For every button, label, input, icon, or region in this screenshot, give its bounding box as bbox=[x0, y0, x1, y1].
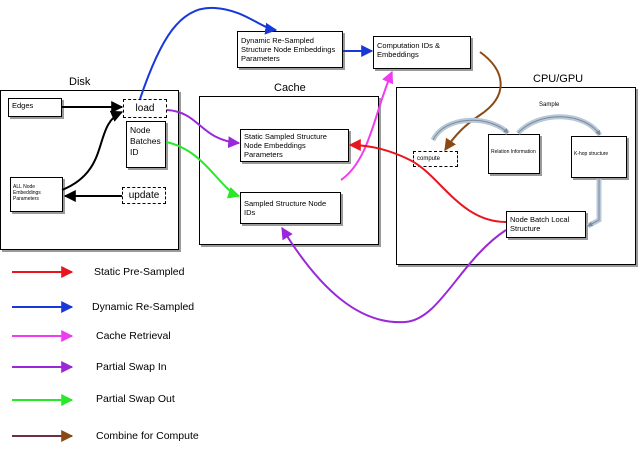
local-to-sampled-arrow bbox=[281, 226, 507, 324]
legend-dynamic-label: Dynamic Re-Sampled bbox=[92, 301, 195, 313]
load-label: load bbox=[135, 103, 155, 114]
compute-label: compute bbox=[417, 156, 441, 162]
dynamic-resampled-box: Dynamic Re-Sampled Structure Node Embedd… bbox=[237, 31, 343, 68]
sample-arc-right-arrow bbox=[516, 114, 603, 137]
cpu-gpu-title: CPU/GPU bbox=[533, 73, 584, 85]
legend-arrows bbox=[12, 266, 74, 442]
legend-swap-in-label: Partial Swap In bbox=[96, 361, 167, 373]
sampled-structure-box: Sampled Structure Node IDs bbox=[240, 192, 341, 224]
legend-combine-label: Combine for Compute bbox=[96, 430, 199, 442]
load-to-static-arrow bbox=[166, 109, 241, 149]
k-hop-structure-box: K-hop structure bbox=[571, 136, 627, 178]
all-node-embeddings-box: ALL Node Embeddings Parameters bbox=[10, 177, 63, 212]
static-sampled-box: Static Sampled Structure Node Embeddings… bbox=[240, 129, 349, 162]
legend-static-label: Static Pre-Sampled bbox=[94, 266, 185, 278]
cache-container bbox=[199, 96, 379, 245]
batches-to-sampled-arrow bbox=[165, 141, 241, 199]
node-batches-id-label: Node Batches ID bbox=[130, 125, 161, 157]
relation-information-box: Relation Information bbox=[488, 134, 540, 174]
embeddings-to-load-arrow bbox=[61, 110, 124, 191]
dynamic-resampled-label: Dynamic Re-Sampled Structure Node Embedd… bbox=[241, 36, 336, 63]
static-presampled-arrow bbox=[348, 139, 507, 223]
node-batch-local-box: Node Batch Local Structure bbox=[506, 211, 586, 238]
k-hop-structure-label: K-hop structure bbox=[574, 151, 609, 157]
load-to-dynamic-arrow bbox=[139, 6, 278, 100]
all-node-embeddings-label: ALL Node Embeddings Parameters bbox=[13, 184, 41, 202]
load-box: load bbox=[123, 99, 167, 118]
sample-label: Sample bbox=[539, 102, 560, 108]
legend-swap-out-label: Partial Swap Out bbox=[96, 393, 175, 405]
disk-title: Disk bbox=[69, 76, 91, 88]
edges-box: Edges bbox=[8, 98, 62, 117]
node-batch-local-label: Node Batch Local Structure bbox=[510, 215, 570, 233]
static-sampled-label: Static Sampled Structure Node Embeddings… bbox=[244, 132, 327, 159]
disk-container bbox=[0, 90, 179, 250]
edges-label: Edges bbox=[12, 101, 34, 110]
update-box: update bbox=[122, 187, 166, 204]
cache-retrieval-arrow bbox=[340, 70, 394, 181]
legend-cache-label: Cache Retrieval bbox=[96, 330, 171, 342]
node-batches-id-box: Node Batches ID bbox=[126, 121, 166, 168]
compute-box: compute bbox=[413, 151, 458, 167]
computation-ids-label: Computation IDs & Embeddings bbox=[377, 41, 440, 59]
cache-title: Cache bbox=[274, 82, 306, 94]
combine-compute-arrow bbox=[444, 51, 502, 151]
update-label: update bbox=[128, 190, 160, 201]
khop-to-local-arrow bbox=[586, 179, 602, 229]
computation-ids-box: Computation IDs & Embeddings bbox=[373, 36, 471, 69]
sampled-structure-label: Sampled Structure Node IDs bbox=[244, 199, 327, 217]
cpu-gpu-container bbox=[396, 87, 636, 265]
relation-information-label: Relation Information bbox=[491, 149, 536, 155]
